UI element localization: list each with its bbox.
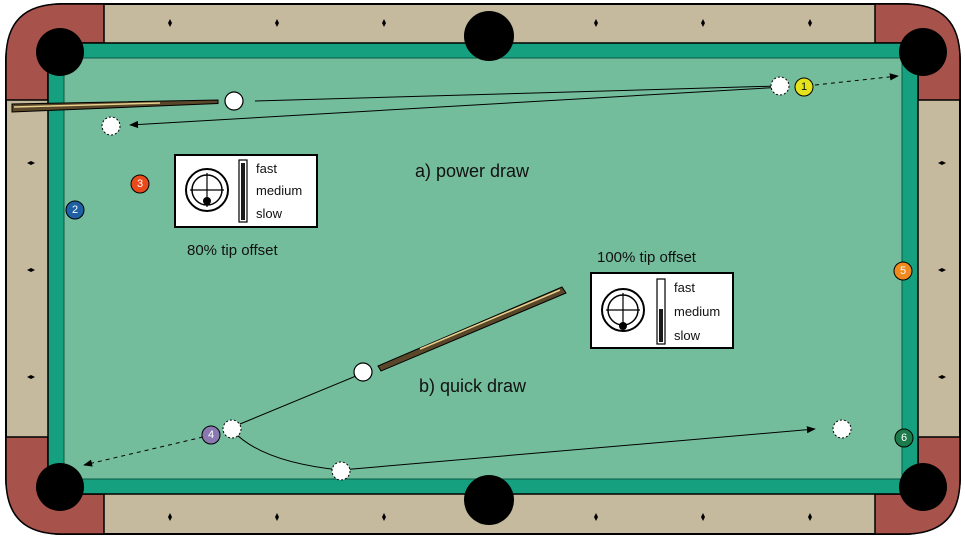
ball-2-body [65, 200, 85, 220]
cue-ball-power [224, 91, 244, 111]
ball-3: 3 [130, 174, 150, 194]
diamond [938, 161, 946, 165]
diamond [594, 513, 598, 521]
speed-label-slow: slow [256, 206, 283, 221]
power-draw-shot [11, 73, 899, 136]
power-draw-inset: fast medium slow [174, 154, 318, 228]
cue-path-to-ball-1 [254, 85, 779, 102]
cue-stick-inlay-quick [419, 289, 561, 350]
ghost-ball-final-quick [832, 419, 852, 439]
diamond [808, 19, 812, 27]
ball-5-number: 5 [900, 265, 906, 277]
ball-6-body [894, 428, 914, 448]
speed-label-fast: fast [256, 161, 277, 176]
ball-4-number: 4 [208, 429, 214, 441]
diamond [701, 513, 705, 521]
diamond [382, 513, 386, 521]
pocket-bottom-left [36, 463, 84, 511]
pocket-bottom-right [899, 463, 947, 511]
pocket-top-middle [464, 11, 514, 61]
ball-2-number: 2 [72, 204, 78, 216]
quick-draw-rebound [340, 426, 816, 471]
quick-offset-label: 100% tip offset [597, 249, 697, 266]
pockets [36, 11, 947, 525]
diamond [938, 268, 946, 272]
diamond [168, 19, 172, 27]
speed-gauge-fill-quick [659, 309, 663, 342]
ball-1-number: 1 [801, 81, 807, 93]
pocket-bottom-middle [464, 475, 514, 525]
table-felt [63, 57, 903, 480]
diamond [27, 161, 35, 165]
ball-1-path [814, 73, 899, 86]
pocket-top-left [36, 28, 84, 76]
tip-target-icon [185, 168, 229, 212]
pocket-top-right [899, 28, 947, 76]
speed-label-fast-quick: fast [674, 280, 695, 295]
ball-5-body [893, 261, 913, 281]
ghost-ball-mid-quick [331, 461, 351, 481]
ball-5: 5 [893, 261, 913, 281]
cue-ball-quick [353, 362, 373, 382]
diamond [168, 513, 172, 521]
ghost-ball-contact-power [770, 76, 790, 96]
ball-6-number: 6 [901, 432, 907, 444]
ball-4: 4 [201, 425, 221, 445]
ball-3-number: 3 [137, 178, 143, 190]
tip-contact-dot [203, 197, 211, 205]
diamond [275, 19, 279, 27]
ball-1: 1 [794, 77, 814, 97]
power-draw-title: a) power draw [415, 161, 530, 181]
ball-2: 2 [65, 200, 85, 220]
object-balls: 1 2 3 4 5 6 [65, 77, 914, 448]
speed-label-medium-quick: medium [674, 304, 720, 319]
quick-draw-inset: fast medium slow [590, 272, 734, 349]
diamond [27, 375, 35, 379]
cue-stick-power [11, 99, 219, 113]
diamond [27, 268, 35, 272]
tip-target-icon-quick [601, 288, 645, 332]
tip-contact-dot-quick [619, 322, 627, 330]
diamond [382, 19, 386, 27]
diamond [701, 19, 705, 27]
speed-label-slow-quick: slow [674, 328, 701, 343]
speed-label-medium: medium [256, 183, 302, 198]
draw-back-path [129, 86, 785, 129]
ball-4-body [201, 425, 221, 445]
quick-draw-curve [232, 430, 341, 471]
speed-gauge-fill-power [241, 163, 245, 220]
cue-path-to-ball-4 [239, 375, 357, 425]
ball-6: 6 [894, 428, 914, 448]
ghost-ball-final-power [101, 116, 121, 136]
rail-diamonds [27, 19, 946, 521]
quick-draw-title: b) quick draw [419, 376, 527, 396]
ball-3-body [130, 174, 150, 194]
power-offset-label: 80% tip offset [187, 242, 278, 259]
ball-1-body [794, 77, 814, 97]
cue-stick-inlay [13, 102, 161, 108]
diamond [808, 513, 812, 521]
quick-draw-shot [83, 286, 852, 481]
diamond [275, 513, 279, 521]
diamond [938, 375, 946, 379]
ghost-ball-contact-quick [222, 419, 242, 439]
diamond [594, 19, 598, 27]
corner-cap-bottom-right [874, 436, 961, 535]
